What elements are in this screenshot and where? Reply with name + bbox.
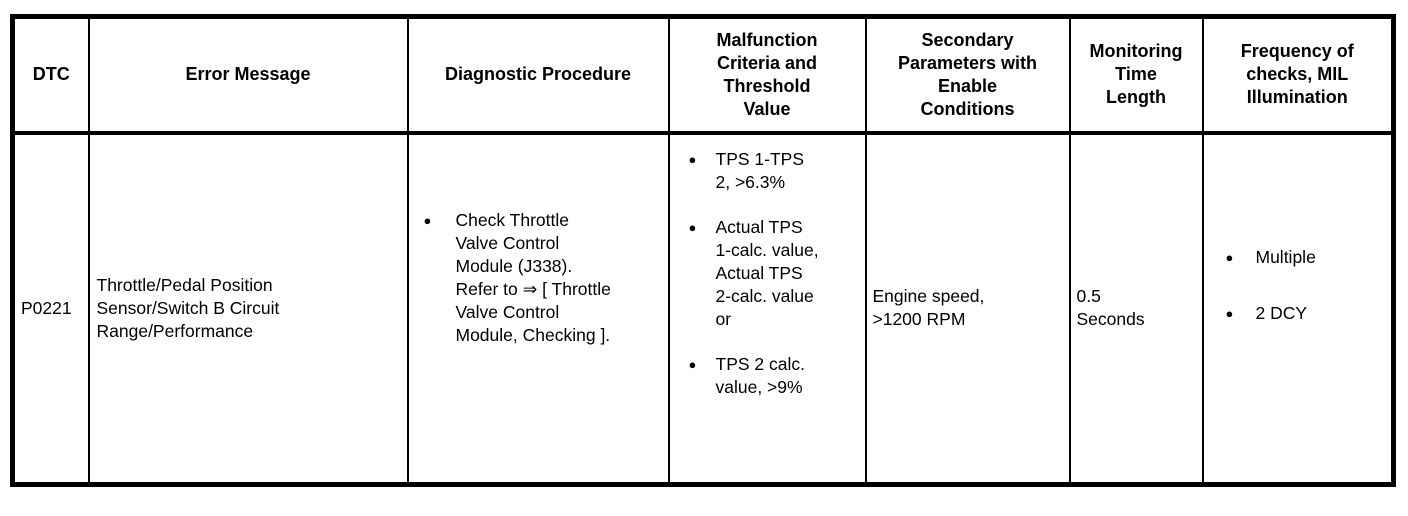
bullet-item: Multiple	[1226, 246, 1391, 269]
dtc-table: DTC Error Message Diagnostic Procedure M…	[10, 14, 1396, 487]
bullet-item: TPS 1-TPS 2, >6.3%	[689, 148, 864, 194]
bullet-item: 2 DCY	[1226, 302, 1391, 325]
col-header-frequency: Frequency of checks, MIL Illumination	[1201, 15, 1395, 135]
col-header-diagnostic-procedure: Diagnostic Procedure	[406, 15, 670, 135]
frequency-list: Multiple 2 DCY	[1205, 246, 1391, 325]
malfunction-criteria-list: TPS 1-TPS 2, >6.3% Actual TPS 1-calc. val…	[671, 148, 864, 399]
table-row: P0221 Throttle/Pedal Position Sensor/Swi…	[11, 131, 1395, 486]
bullet-item: TPS 2 calc. value, >9%	[689, 353, 864, 399]
col-header-error-message: Error Message	[87, 15, 409, 135]
header-row: DTC Error Message Diagnostic Procedure M…	[11, 15, 1395, 135]
cell-dtc-code: P0221	[11, 131, 90, 486]
cell-error-message: Throttle/Pedal Position Sensor/Switch B …	[87, 131, 409, 486]
bullet-item: Actual TPS 1-calc. value, Actual TPS 2-c…	[689, 216, 864, 331]
diagnostic-procedure-list: Check Throttle Valve Control Module (J33…	[410, 209, 667, 347]
col-header-monitoring-time: Monitoring Time Length	[1068, 15, 1204, 135]
cell-monitoring-time: 0.5 Seconds	[1068, 131, 1204, 486]
cell-malfunction-criteria: TPS 1-TPS 2, >6.3% Actual TPS 1-calc. val…	[667, 131, 867, 486]
cell-diagnostic-procedure: Check Throttle Valve Control Module (J33…	[406, 131, 670, 486]
col-header-secondary-parameters: Secondary Parameters with Enable Conditi…	[864, 15, 1071, 135]
col-header-malfunction-criteria: Malfunction Criteria and Threshold Value	[667, 15, 867, 135]
bullet-item: Check Throttle Valve Control Module (J33…	[424, 209, 667, 347]
col-header-dtc: DTC	[11, 15, 90, 135]
cell-secondary-parameters: Engine speed, >1200 RPM	[864, 131, 1071, 486]
cell-frequency-of-checks: Multiple 2 DCY	[1201, 131, 1395, 486]
